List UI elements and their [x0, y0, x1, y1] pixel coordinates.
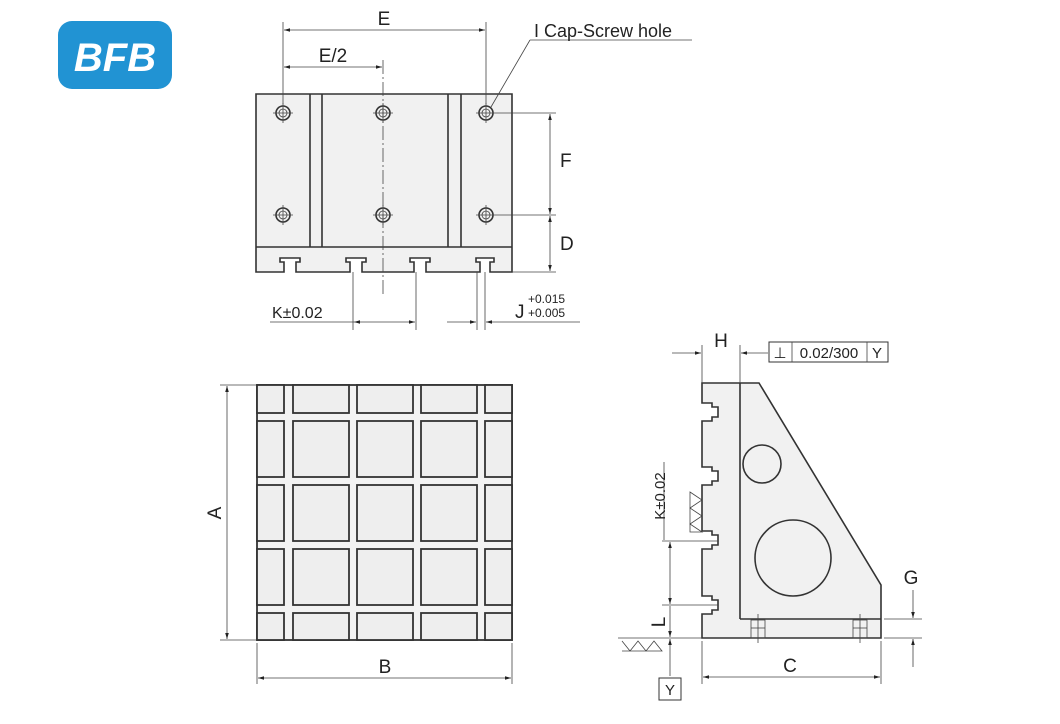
surface-finish-icon	[689, 491, 704, 533]
dim-j-lower-tol: +0.005	[528, 306, 565, 320]
top-view: E E/2 I Cap-Screw hole F D K±0.02 J +0.0…	[255, 9, 692, 330]
screw-hole	[476, 205, 496, 225]
dim-c-label: C	[783, 656, 797, 677]
grid-cells	[256, 384, 513, 641]
dim-g-label: G	[904, 568, 919, 589]
dim-b-label: B	[379, 657, 392, 678]
side-view: H ⊥ 0.02/300 Y K±0.02 L Y G C	[618, 331, 922, 701]
dim-h-label: H	[714, 331, 728, 352]
large-lightening-hole	[754, 519, 832, 597]
dim-j-label: J	[515, 302, 525, 323]
front-view: A B	[205, 384, 513, 684]
base-screws	[750, 614, 868, 643]
cap-screw-holes	[273, 103, 496, 225]
screw-hole	[273, 205, 293, 225]
dim-d-label: D	[560, 234, 574, 255]
perpendicularity-symbol: ⊥	[773, 345, 786, 362]
dim-e-label: E	[378, 9, 391, 30]
dim-f-label: F	[560, 151, 572, 172]
dim-k-label: K±0.02	[272, 305, 323, 322]
dim-l-label: L	[649, 617, 670, 628]
screw-hole	[373, 205, 393, 225]
screw-hole	[273, 103, 293, 123]
datum-y-label: Y	[665, 682, 675, 699]
side-dim-k-label: K±0.02	[652, 472, 669, 519]
bfb-logo: BFB	[58, 21, 172, 89]
screw-hole	[373, 103, 393, 123]
cap-screw-callout: I Cap-Screw hole	[534, 21, 672, 41]
surface-finish-base-icon	[621, 640, 663, 652]
small-lightening-hole	[742, 444, 782, 484]
tolerance-value: 0.02/300	[800, 345, 858, 362]
screw-hole	[476, 103, 496, 123]
tolerance-datum: Y	[872, 345, 882, 362]
dim-a-label: A	[205, 506, 226, 519]
dim-j-upper-tol: +0.015	[528, 292, 565, 306]
logo-text: BFB	[74, 36, 156, 80]
perpendicularity-frame: ⊥ 0.02/300 Y	[768, 341, 889, 363]
dim-e-half-label: E/2	[319, 46, 348, 67]
